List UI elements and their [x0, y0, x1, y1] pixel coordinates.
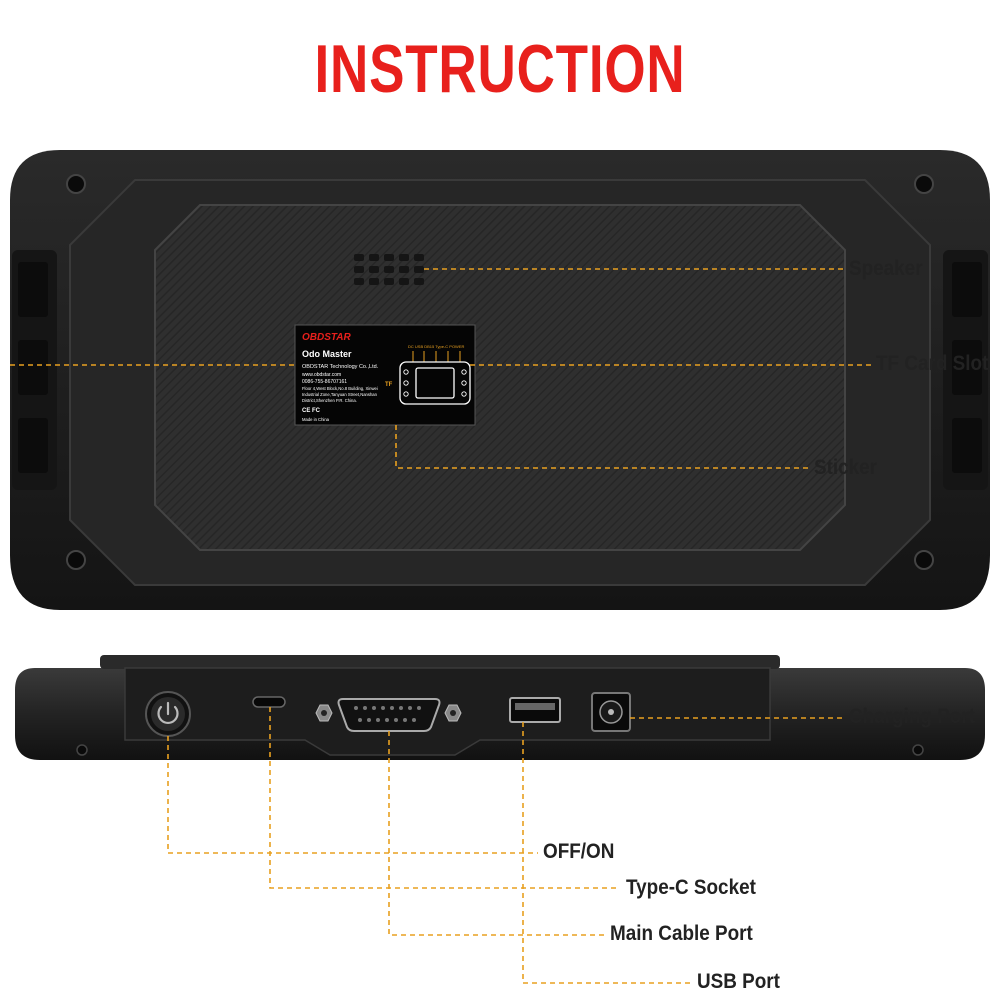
- speaker-grille-icon: [354, 254, 424, 285]
- side-top-edge: [100, 655, 780, 669]
- callout-speaker: Speaker: [849, 257, 923, 280]
- callout-main-cable-port: Main Cable Port: [610, 922, 753, 945]
- callout-usb-port: USB Port: [697, 970, 780, 993]
- power-button[interactable]: [145, 691, 191, 737]
- page-title: INSTRUCTION: [314, 31, 686, 107]
- leader-type-c-socket: [269, 707, 620, 889]
- leader-lines: [10, 268, 872, 984]
- callout-charging-port: Charging Port: [849, 705, 975, 728]
- sticker-address-3: District,Shenzhen P.R. China.: [302, 398, 357, 403]
- callout-tf-card-slot: TF Card Slot: [876, 352, 989, 375]
- screw-icon: [76, 744, 924, 756]
- sticker-tf-label: TF: [385, 382, 393, 388]
- usb-port[interactable]: [509, 697, 561, 723]
- screw-icon: [66, 174, 934, 570]
- sticker-model: Odo Master: [302, 349, 352, 359]
- left-grip: [12, 250, 57, 490]
- callout-off-on: OFF/ON: [543, 840, 615, 863]
- sticker-port-labels: DC USB DB15 Type-C POWER: [408, 344, 464, 349]
- sticker-certs: CE FC: [302, 408, 321, 414]
- sticker: OBDSTAR Odo Master OBDSTAR Technology Co…: [294, 324, 476, 426]
- power-icon: [157, 701, 179, 725]
- callout-sticker: Sticker: [814, 456, 878, 479]
- sticker-brand: OBDSTAR: [302, 332, 351, 343]
- leader-sticker: [395, 425, 808, 469]
- leader-off-on: [167, 736, 538, 854]
- leader-usb-port: [522, 722, 690, 984]
- sticker-company: OBDSTAR Technology Co.,Ltd.: [302, 364, 379, 370]
- main-cable-port[interactable]: [315, 698, 462, 732]
- callout-type-c-socket: Type-C Socket: [626, 876, 756, 899]
- sticker-made-in: Made in China: [302, 417, 330, 422]
- device-side-view: [15, 655, 985, 760]
- textured-back-panel: [154, 204, 846, 551]
- sticker-phone: 0086-755-86707161: [302, 379, 347, 385]
- sticker-device-outline: [399, 361, 471, 405]
- right-grip: [943, 250, 988, 490]
- sticker-website: www.obdstar.com: [302, 372, 341, 378]
- sticker-address-1: Floor 4,West Block,No.8 Building, Xinwei: [302, 386, 378, 391]
- leader-main-cable-port: [388, 731, 605, 936]
- charging-port[interactable]: [591, 692, 631, 732]
- type-c-socket[interactable]: [252, 696, 286, 708]
- hex-screw-icon: [315, 704, 462, 722]
- device-back-view: OBDSTAR Odo Master OBDSTAR Technology Co…: [10, 150, 990, 610]
- sticker-address-2: Industrial Zone,Tanyuan Street,Nanshan: [302, 392, 378, 397]
